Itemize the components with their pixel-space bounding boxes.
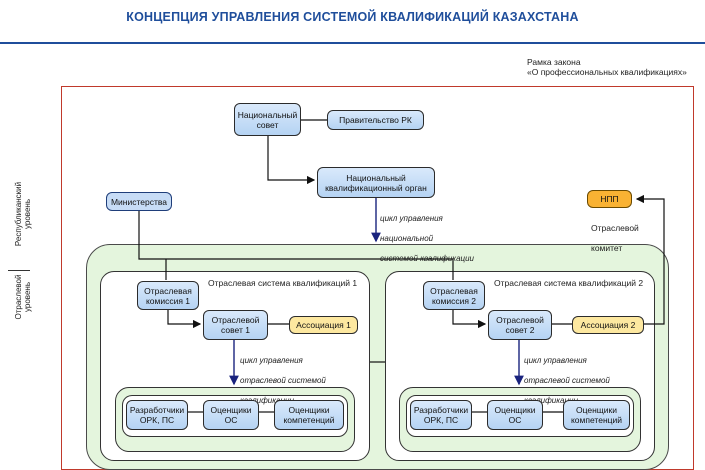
sector-1-council-line-1: Отраслевой <box>211 315 260 325</box>
sector-2-assessors-line-2: ОС <box>508 415 522 425</box>
ministries-box[interactable]: Министерства <box>106 192 172 211</box>
commission2-to-council2-link <box>452 310 487 329</box>
sector-1-cycle-line-1: цикл управления <box>240 356 303 365</box>
sector-1-cycle-line-2: отраслевой системой <box>240 376 326 385</box>
ministries-to-commissions-link <box>138 211 454 280</box>
sector-1-commission-line-2: комиссия 1 <box>145 295 191 306</box>
npp-label: НПП <box>600 194 619 204</box>
national-cycle-line-1: цикл управления <box>380 214 443 223</box>
sector-1-association-box[interactable]: Ассоциация 1 <box>289 316 358 334</box>
sector-1-developers-line-2: ОРК, ПС <box>139 415 175 425</box>
national-cycle-line-2: национальной <box>380 234 434 243</box>
government-box[interactable]: Правительство РК <box>327 110 424 130</box>
sector-2-cycle-line-1: цикл управления <box>524 356 587 365</box>
national-council-line-1: Национальный <box>237 109 298 120</box>
commission1-to-council1-link <box>167 310 202 329</box>
sector-2-developers-line-1: Разработчики <box>413 405 469 415</box>
sector-1-cycle-line-3: квалификации <box>240 396 294 405</box>
sector-1-cycle-label: цикл управления отраслевой системой квал… <box>240 346 326 416</box>
sector-1-title: Отраслевая система квалификаций 1 <box>208 278 358 288</box>
sector-1-commission-line-1: Отраслевая <box>144 285 192 296</box>
sector-2-association-box[interactable]: Ассоциация 2 <box>572 316 644 334</box>
sectoral-committee-label: Отраслевой комитет <box>591 213 639 263</box>
sector-2-competency-line-1: Оценщики <box>575 405 617 415</box>
sector-2-cycle-line-3: квалификации <box>524 396 578 405</box>
title-underline <box>0 42 705 44</box>
sector-2-association-label: Ассоциация 2 <box>580 320 636 330</box>
sector-2-cycle-label: цикл управления отраслевой системой квал… <box>524 346 610 416</box>
sectoral-committee-line-2: комитет <box>591 243 623 253</box>
law-frame-line-2: «О профессиональных квалификациях» <box>527 67 687 77</box>
sector-2-title: Отраслевая система квалификаций 2 <box>494 278 644 288</box>
government-label: Правительство РК <box>339 115 412 125</box>
sector-1-council-line-2: совет 1 <box>221 325 250 335</box>
national-cycle-line-3: системой квалификации <box>380 254 475 263</box>
npp-box[interactable]: НПП <box>587 190 632 208</box>
sector-2-developers-line-2: ОРК, ПС <box>423 415 459 425</box>
sector-2-council-line-2: совет 2 <box>505 325 535 335</box>
sector-1-assessors-line-2: ОС <box>224 415 238 425</box>
national-council-line-2: совет <box>256 119 279 130</box>
page-title: КОНЦЕПЦИЯ УПРАВЛЕНИЯ СИСТЕМОЙ КВАЛИФИКАЦ… <box>126 10 579 24</box>
level-divider <box>8 270 30 271</box>
association2-to-npp-link <box>635 194 665 325</box>
sector-2-assessors-line-1: Оценщики <box>494 405 536 415</box>
sector-2-commission-line-1: Отраслевая <box>430 285 478 296</box>
sector-1-association-label: Ассоциация 1 <box>296 320 351 330</box>
sector-1-competency-line-2: компетенций <box>283 415 335 425</box>
sector-2-cycle-line-2: отраслевой системой <box>524 376 610 385</box>
sector-1-developers-line-1: Разработчики <box>129 405 185 415</box>
council-to-body-link <box>267 136 316 185</box>
national-cycle-label: цикл управления национальной системой кв… <box>380 204 474 274</box>
law-frame-line-1: Рамка закона <box>527 57 581 67</box>
sector-1-competency-line-1: Оценщики <box>288 405 330 415</box>
ministries-label: Министерства <box>110 196 168 207</box>
national-body-line-2: квалификационный орган <box>325 182 427 193</box>
sector-2-commission-line-2: комиссия 2 <box>431 295 477 306</box>
sector-2-council-line-1: Отраслевой <box>496 315 544 325</box>
sector-2-competency-line-2: компетенций <box>570 415 623 425</box>
law-frame-label: Рамка закона «О профессиональных квалифи… <box>527 57 687 77</box>
national-body-line-1: Национальный <box>346 172 406 183</box>
sectoral-committee-line-1: Отраслевой <box>591 223 639 233</box>
sector-1-assessors-line-1: Оценщики <box>210 405 252 415</box>
